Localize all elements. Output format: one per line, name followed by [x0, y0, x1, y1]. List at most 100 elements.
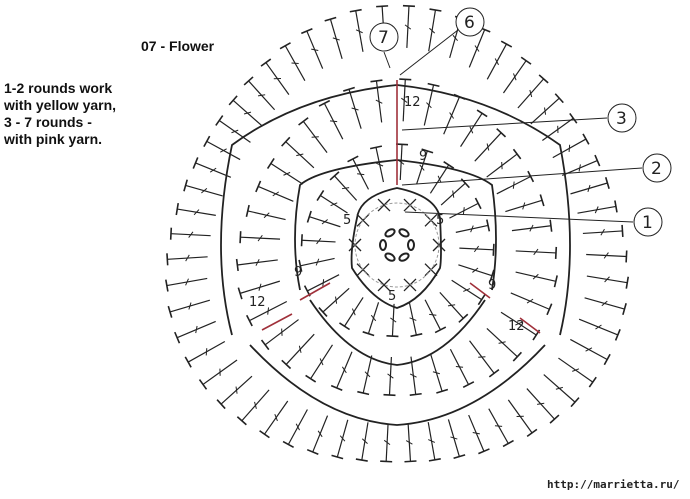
round-5-stitch-tick	[449, 112, 455, 119]
round-3-stitch-top	[458, 313, 469, 323]
round-1-guide	[354, 202, 440, 288]
round-7-stitch-top	[526, 428, 538, 438]
round-3-stitch-tick	[370, 314, 377, 322]
round-5-stitch-top	[357, 390, 370, 396]
round-5-stitch-top	[260, 339, 270, 351]
round-7-stitch-top	[184, 356, 192, 368]
round-7-stitch-top	[520, 56, 532, 65]
round-3-stitch-top	[316, 190, 325, 201]
round-7-stitch-tick	[472, 432, 480, 435]
arrow	[299, 282, 331, 301]
round-7-stitch-tick	[193, 209, 200, 216]
round-5-stitch-tick	[296, 153, 304, 157]
round-5-stitch-top	[318, 99, 331, 107]
round-5-stitch-tick	[258, 283, 262, 291]
round-5-stitch-tick	[498, 341, 506, 344]
round-3-stitch-top	[474, 197, 482, 210]
round-5-stitch-tick	[283, 171, 291, 176]
round-3-stitch-tick	[463, 288, 471, 292]
round-7-stitch-tick	[428, 439, 436, 443]
round-7-stitch-top	[198, 379, 208, 390]
round-7-stitch-tick	[603, 252, 609, 259]
round-5-stitch-tick	[298, 345, 302, 353]
round-3-stitch-top	[443, 161, 455, 169]
round-7-stitch-top	[614, 329, 621, 341]
chain-stitch	[379, 239, 387, 251]
round-5-stitch-top	[305, 374, 317, 383]
round-7-stitch-tick	[494, 58, 499, 66]
round-7-stitch-tick	[201, 187, 208, 194]
round-7-stitch-tick	[537, 402, 545, 405]
chain-stitch	[407, 239, 415, 251]
round-5-stitch-top	[399, 78, 412, 81]
round-7-stitch-top	[216, 399, 226, 410]
round-5-stitch-top	[488, 368, 500, 378]
round-5-stitch-top	[554, 246, 558, 259]
round-7-stitch-tick	[209, 167, 217, 173]
chain-stitch	[384, 228, 396, 238]
callouts: 7 6 3 2 1	[369, 7, 672, 237]
round-7-stitch-tick	[555, 386, 563, 390]
round-3-stitch-tick	[390, 317, 397, 323]
round-7-stitch-top	[165, 279, 169, 292]
note-line: 1-2 rounds work	[4, 80, 113, 96]
round-5-stitch-tick	[351, 107, 359, 111]
round-7-stitch-tick	[220, 148, 227, 153]
round-7-stitch-tick	[257, 94, 266, 97]
round-7-stitch-tick	[529, 89, 533, 98]
note-line: 3 - 7 rounds -	[4, 114, 92, 130]
round-3-stitch-tick	[335, 296, 338, 304]
round-7-stitch-tick	[513, 73, 517, 81]
round-7-stitch-top	[259, 430, 270, 439]
round-3-stitch-top	[410, 333, 423, 338]
round-5-stitch-top	[476, 109, 488, 118]
round-3-stitch-top	[477, 294, 486, 306]
round-7-stitch-top	[203, 135, 211, 148]
round-7-stitch-tick	[450, 436, 458, 440]
callout-circle	[642, 153, 672, 183]
round-7-stitch-top	[349, 8, 362, 13]
round-5-stitch-top	[546, 303, 553, 316]
round-7-stitch-tick	[243, 111, 252, 115]
round-7-stitch-top	[174, 331, 181, 344]
round-5-stitch-tick	[529, 224, 534, 232]
round-5-stitch-tick	[409, 373, 417, 378]
round-5-stitch-top	[436, 388, 449, 394]
round-3-stitch-tick	[351, 308, 356, 316]
round-4-label: 9	[419, 149, 427, 164]
round-5-stitch-top	[553, 275, 558, 288]
round-7-stitch-tick	[231, 129, 239, 134]
round-7-stitch-tick	[317, 430, 323, 438]
round-5-stitch-tick	[455, 365, 464, 368]
arrow	[469, 282, 491, 299]
round-7-stitch-tick	[235, 386, 238, 394]
round-5-stitch-top	[383, 393, 396, 397]
round-3-stitch-tick	[419, 164, 425, 171]
round-3-stitch-top	[421, 148, 434, 154]
round-3-stitch-tick	[330, 202, 338, 207]
round-7-stitch-tick	[405, 440, 413, 445]
round-3-stitch-tick	[315, 258, 320, 266]
round-2-border	[350, 187, 442, 309]
diagram-title: 07 - Flower	[141, 38, 215, 54]
round-3-stitch-tick	[316, 237, 322, 245]
round-4-label: 9	[294, 265, 302, 280]
round-7-stitch-top	[228, 95, 238, 106]
round-7-stitch-tick	[291, 62, 299, 65]
round-5-stitch-top	[237, 287, 243, 300]
round-7-stitch-top	[260, 58, 272, 67]
round-5-stitch-top	[527, 170, 535, 183]
round-7-stitch-top	[169, 227, 173, 240]
round-3-stitch-tick	[452, 190, 455, 198]
round-2-label: 5	[343, 213, 351, 228]
round-7-stitch-top	[236, 416, 247, 426]
round-7-stitch-top	[621, 224, 624, 237]
round-5-stitch-tick	[375, 99, 383, 104]
round-5-stitch-tick	[257, 234, 263, 242]
round-3-stitch-top	[492, 243, 495, 256]
round-7-stitch-tick	[585, 347, 593, 352]
round-7-stitch-top	[500, 40, 513, 48]
round-borders	[220, 84, 571, 426]
round-7-stitch-top	[376, 5, 389, 8]
round-7-stitch-top	[625, 276, 630, 289]
